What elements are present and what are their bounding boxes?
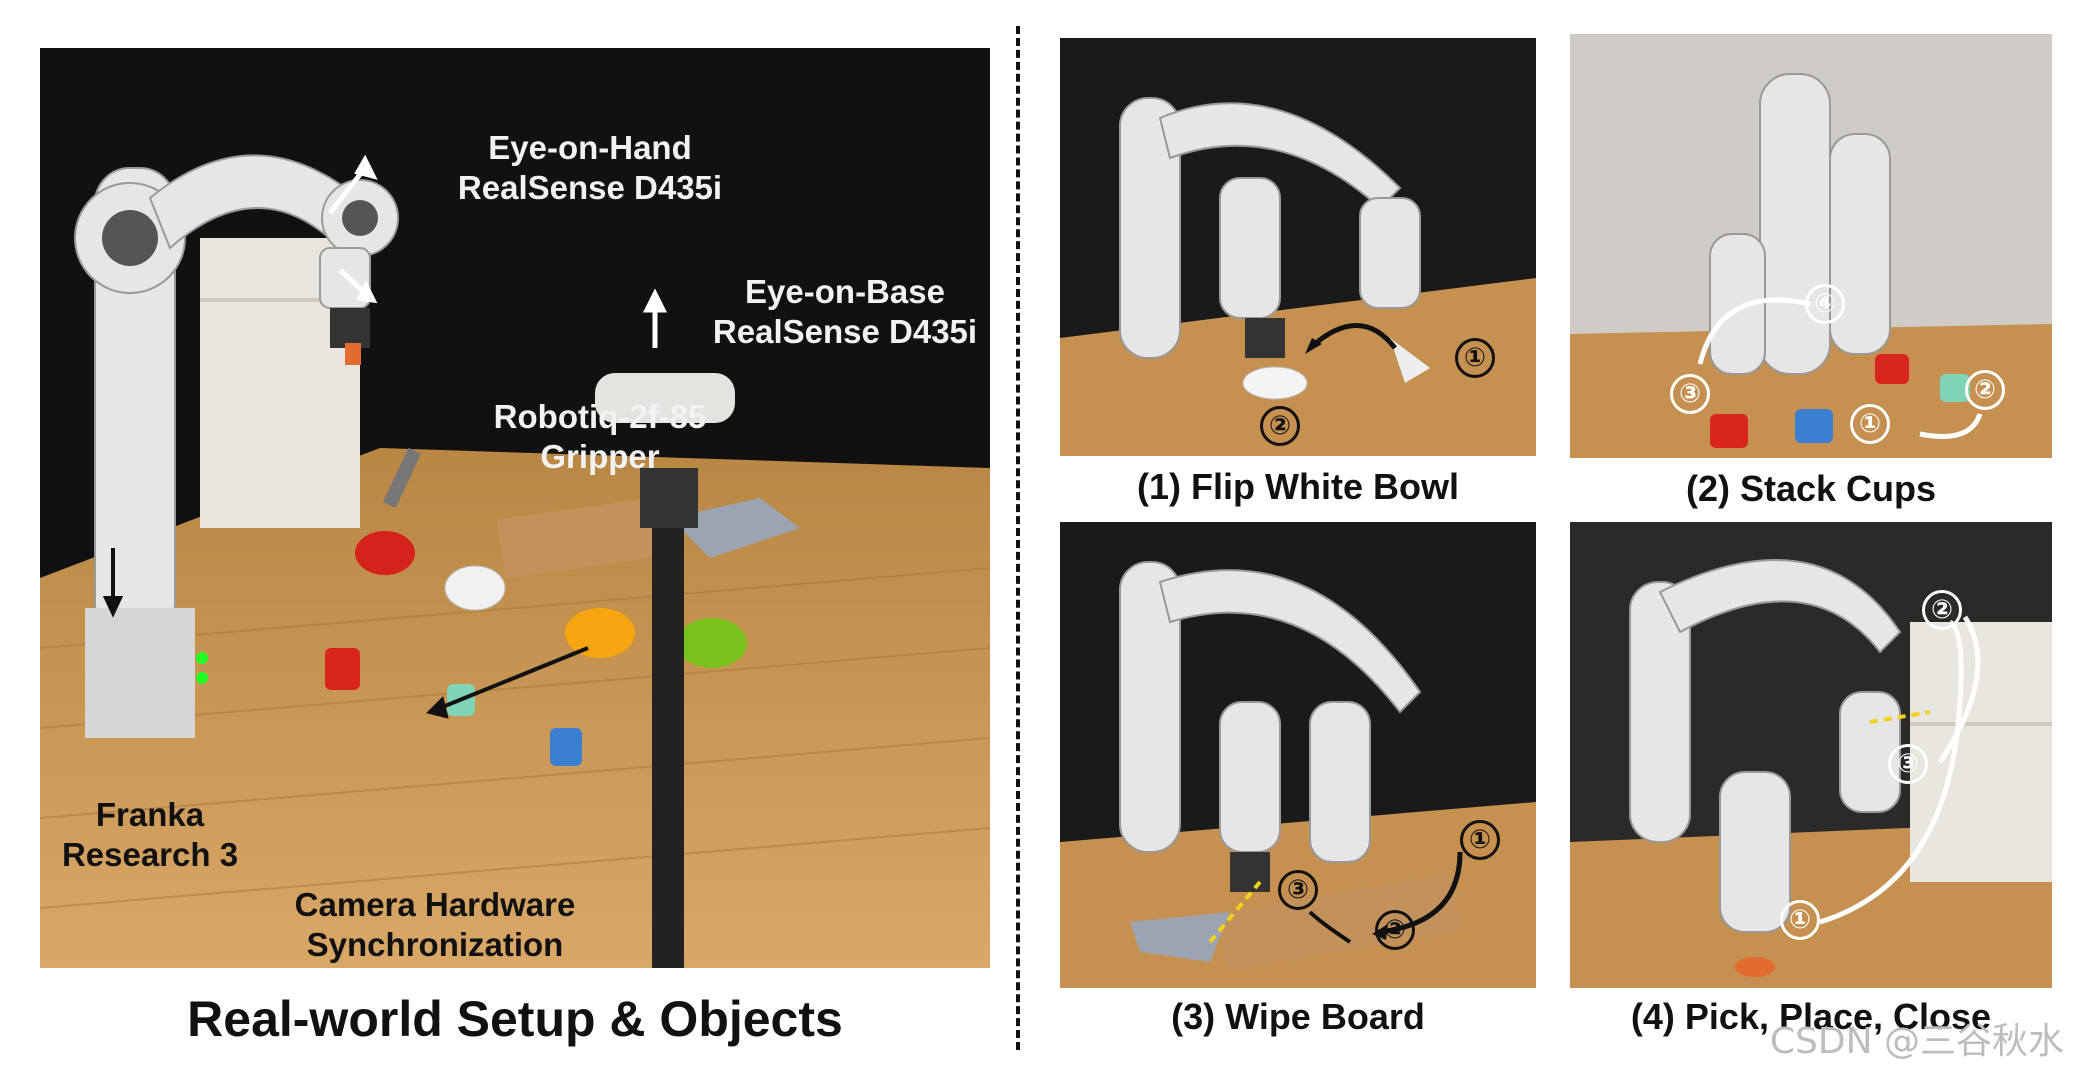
eye-on-base-label: Eye-on-Base RealSense D435i — [700, 272, 990, 352]
sync-line2: Synchronization — [306, 926, 564, 963]
gripper-label: Robotiq-2f-85 Gripper — [480, 397, 720, 477]
step-3: ③ — [1278, 870, 1318, 910]
eye-on-base-line1: Eye-on-Base — [745, 273, 945, 310]
task-photo-wipe-board: ① ② ③ — [1060, 522, 1536, 988]
setup-title: Real-world Setup & Objects — [187, 991, 843, 1047]
task-caption-1: (1) Flip White Bowl — [1137, 466, 1459, 507]
eye-on-hand-label: Eye-on-Hand RealSense D435i — [440, 128, 740, 208]
gripper-line1: Robotiq-2f-85 — [493, 398, 707, 435]
step-1: ① — [1850, 404, 1890, 444]
step-3: ③ — [1670, 374, 1710, 414]
panel-divider — [1016, 26, 1020, 1050]
task-caption-4: (4) Pick, Place, Close — [1630, 996, 1992, 1037]
task-caption-2: (2) Stack Cups — [1685, 468, 1937, 509]
step-2: ② — [1965, 370, 2005, 410]
robot-line1: Franka — [95, 796, 205, 833]
step-2: ② — [1260, 406, 1300, 446]
task-photo-stack-cups: ① ② ③ ④ — [1570, 34, 2052, 458]
setup-photo — [40, 48, 990, 968]
sync-line1: Camera Hardware — [294, 886, 576, 923]
eye-on-base-line2: RealSense D435i — [712, 313, 978, 350]
watermark: CSDN @三谷秋水 — [1769, 1021, 2064, 1062]
step-4: ④ — [1805, 284, 1845, 324]
robot-label: Franka Research 3 — [40, 795, 260, 875]
robot-line2: Research 3 — [61, 836, 239, 873]
task-caption-3: (3) Wipe Board — [1171, 996, 1425, 1037]
task-photo-flip-bowl: ① ② — [1060, 38, 1536, 456]
step-2: ② — [1375, 910, 1415, 950]
task-photo-pick-place-close: ① ② ③ — [1570, 522, 2052, 988]
step-1: ① — [1460, 820, 1500, 860]
step-1: ① — [1780, 900, 1820, 940]
gripper-line2: Gripper — [540, 438, 660, 475]
eye-on-hand-line2: RealSense D435i — [457, 169, 723, 206]
eye-on-hand-line1: Eye-on-Hand — [488, 129, 692, 166]
step-2: ② — [1922, 590, 1962, 630]
step-3: ③ — [1888, 744, 1928, 784]
step-1: ① — [1455, 338, 1495, 378]
sync-label: Camera Hardware Synchronization — [285, 885, 585, 965]
